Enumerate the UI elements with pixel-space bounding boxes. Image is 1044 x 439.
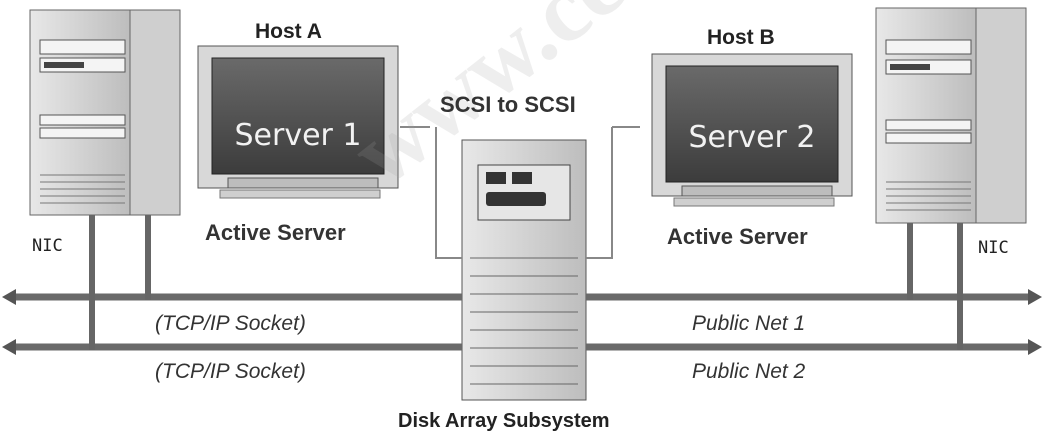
server-1-screen-label: Server 1 [234,118,361,153]
nic-cables [89,215,963,350]
disk-array [461,139,587,401]
host-a-title: Host A [255,20,322,43]
nic-right-label: NIC [978,238,1009,258]
public-net-1-label: Public Net 1 [692,312,806,335]
tcp-socket-1-label: (TCP/IP Socket) [155,312,306,335]
public-net-2-label: Public Net 2 [692,360,806,383]
host-b-title: Host B [707,26,775,49]
disk-array-label: Disk Array Subsystem [398,410,610,432]
host-a-monitor: Server 1 [197,45,399,199]
server-2-screen-label: Server 2 [688,120,815,155]
nic-left-label: NIC [32,236,63,256]
host-b-tower [875,7,1027,224]
scsi-link-label: SCSI to SCSI [440,92,576,117]
host-b-monitor: Server 2 [651,53,853,207]
host-a-role: Active Server [205,220,346,245]
host-a-tower [29,9,181,216]
host-b-role: Active Server [667,224,808,249]
scsi-connection-lines [400,126,640,259]
tcp-socket-2-label: (TCP/IP Socket) [155,360,306,383]
